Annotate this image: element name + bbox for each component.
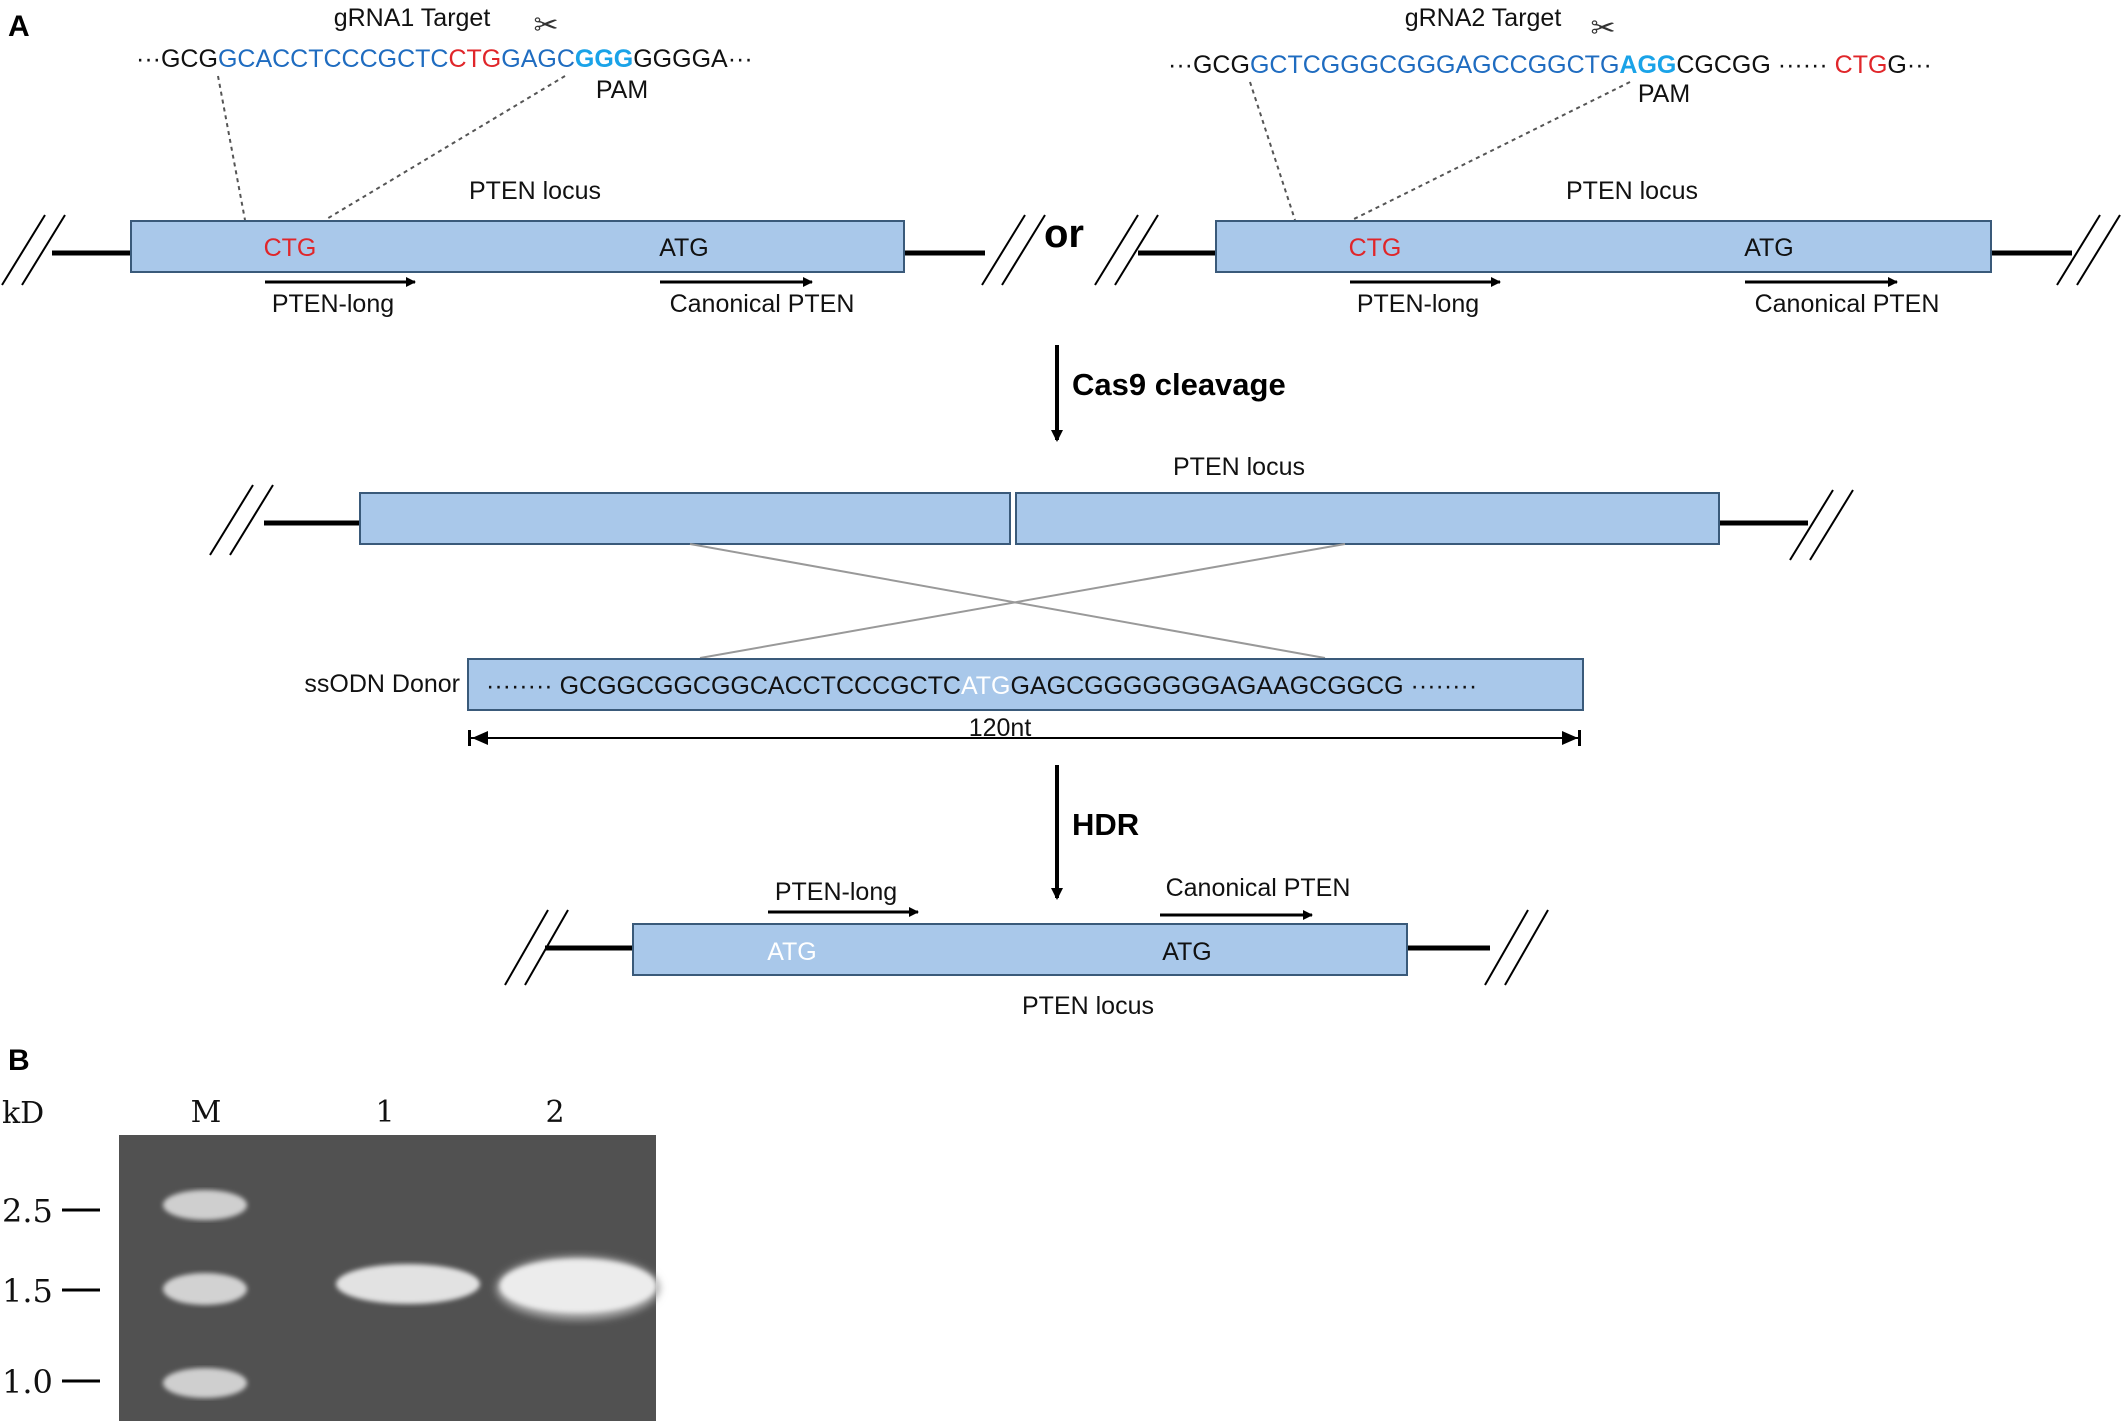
donor-length-arrowhead-right (1562, 731, 1578, 745)
break-mark (1114, 214, 1159, 286)
donor-label: ssODN Donor (304, 670, 460, 698)
break-mark (1504, 909, 1549, 986)
grna1-dash-left (217, 75, 246, 221)
break-mark (2076, 214, 2121, 286)
locus1-ctg: CTG (264, 234, 317, 262)
donor-length-arrowhead-left (472, 731, 488, 745)
break-mark (504, 909, 549, 986)
marker-label-2-5: 2.5 (2, 1192, 53, 1230)
locus2-canonical-label: Canonical PTEN (1755, 290, 1940, 318)
gel-marker-band (163, 1368, 247, 1398)
svg-text:✂: ✂ (1590, 11, 1615, 46)
result-canonical-label: Canonical PTEN (1166, 874, 1351, 902)
panel-a-label: A (8, 10, 30, 43)
marker-label-1-5: 1.5 (2, 1272, 53, 1310)
svg-text:✂: ✂ (533, 8, 558, 43)
scissors-icon: ✂ (533, 8, 558, 43)
break-mark (1484, 909, 1529, 986)
result-atg2: ATG (1162, 938, 1212, 966)
grna1-seq-pam: GGG (575, 45, 633, 73)
grna2-seq-tail: G (1887, 51, 1906, 79)
break-mark (1001, 214, 1046, 286)
locus1-canonical-label: Canonical PTEN (670, 290, 855, 318)
result-long-label: PTEN-long (775, 878, 897, 906)
locus2-ctg: CTG (1349, 234, 1402, 262)
donor-sequence: ········ GCGGCGGCGGCACCTCCCGCTCATGGAGCGG… (486, 672, 1477, 700)
marker-label-1-0: 1.0 (2, 1363, 53, 1401)
donor-box (467, 658, 1584, 711)
lane-label-m: M (191, 1095, 222, 1130)
gel-band-lane2 (500, 1259, 656, 1313)
scissors-icon: ✂ (1590, 11, 1615, 46)
or-label: or (1044, 212, 1084, 256)
donor-seq-atg: ATG (961, 672, 1011, 700)
locus2-box (1215, 220, 1992, 273)
locus2-atg: ATG (1744, 234, 1794, 262)
hdr-label: HDR (1072, 807, 1139, 842)
crossover-line (689, 543, 1326, 659)
gel-band-lane1 (336, 1264, 480, 1304)
grna2-seq-ctg: CTG (1835, 51, 1888, 79)
gel-marker-band (163, 1190, 247, 1220)
grna2-seq-pam: AGG (1619, 51, 1676, 79)
break-mark (1789, 489, 1834, 561)
result-atg1: ATG (767, 938, 817, 966)
locus2-long-label: PTEN-long (1357, 290, 1479, 318)
grna2-sequence: ···GCGGCTCGGGCGGGAGCCGGCTGAGGCGCGG ·····… (1168, 51, 1932, 79)
grna1-dash-right (324, 75, 566, 221)
donor-length-label: 120nt (969, 714, 1032, 742)
gel-marker-band (163, 1273, 247, 1305)
cleaved-locus-label: PTEN locus (1173, 453, 1305, 481)
grna1-locus-label: PTEN locus (469, 177, 601, 205)
grna2-dash-right (1351, 81, 1631, 221)
grna2-seq-suffix: CGCGG (1676, 51, 1770, 79)
cleaved-left-box (359, 492, 1011, 545)
lane-label-2: 2 (545, 1095, 564, 1130)
donor-seq-left: GCGGCGGCGGCACCTCCCGCTC (560, 672, 961, 700)
grna1-seq-suffix: GGGGA (633, 45, 728, 73)
donor-seq-right: GAGCGGGGGGGAGAAGCGGCG (1011, 672, 1404, 700)
unit-label: kD (2, 1096, 44, 1131)
lane-label-1: 1 (375, 1095, 394, 1130)
grna2-seq-target: GCTCGGGCGGGAGCCGGCTG (1250, 51, 1619, 79)
panel-b-label: B (8, 1044, 30, 1077)
grna2-dash-left (1249, 81, 1296, 221)
grna1-seq-target: GCACCTCCCGCTC (218, 45, 449, 73)
locus1-atg: ATG (659, 234, 709, 262)
grna1-title: gRNA1 Target (334, 4, 491, 32)
grna2-pam-label: PAM (1638, 80, 1690, 108)
locus1-box (130, 220, 905, 273)
grna1-sequence: ···GCGGCACCTCCCGCTCCTGGAGCGGGGGGGA··· (136, 45, 753, 73)
grna1-seq-ctg: CTG (448, 45, 501, 73)
break-mark (1, 214, 46, 286)
cleavage-label: Cas9 cleavage (1072, 367, 1286, 402)
break-mark (209, 484, 254, 556)
result-locus-label: PTEN locus (1022, 992, 1154, 1020)
break-mark (1809, 489, 1854, 561)
cleaved-right-box (1015, 492, 1720, 545)
break-mark (524, 909, 569, 986)
grna2-locus-label: PTEN locus (1566, 177, 1698, 205)
crossover-line (699, 543, 1346, 659)
break-mark (981, 214, 1026, 286)
break-mark (229, 484, 274, 556)
result-box (632, 923, 1408, 976)
grna2-title: gRNA2 Target (1405, 4, 1562, 32)
grna1-seq-mid: GAGC (501, 45, 575, 73)
break-mark (1094, 214, 1139, 286)
grna1-seq-prefix: GCG (161, 45, 218, 73)
break-mark (2056, 214, 2101, 286)
break-mark (21, 214, 66, 286)
grna1-pam-label: PAM (596, 76, 648, 104)
locus1-long-label: PTEN-long (272, 290, 394, 318)
grna2-seq-prefix: GCG (1193, 51, 1250, 79)
